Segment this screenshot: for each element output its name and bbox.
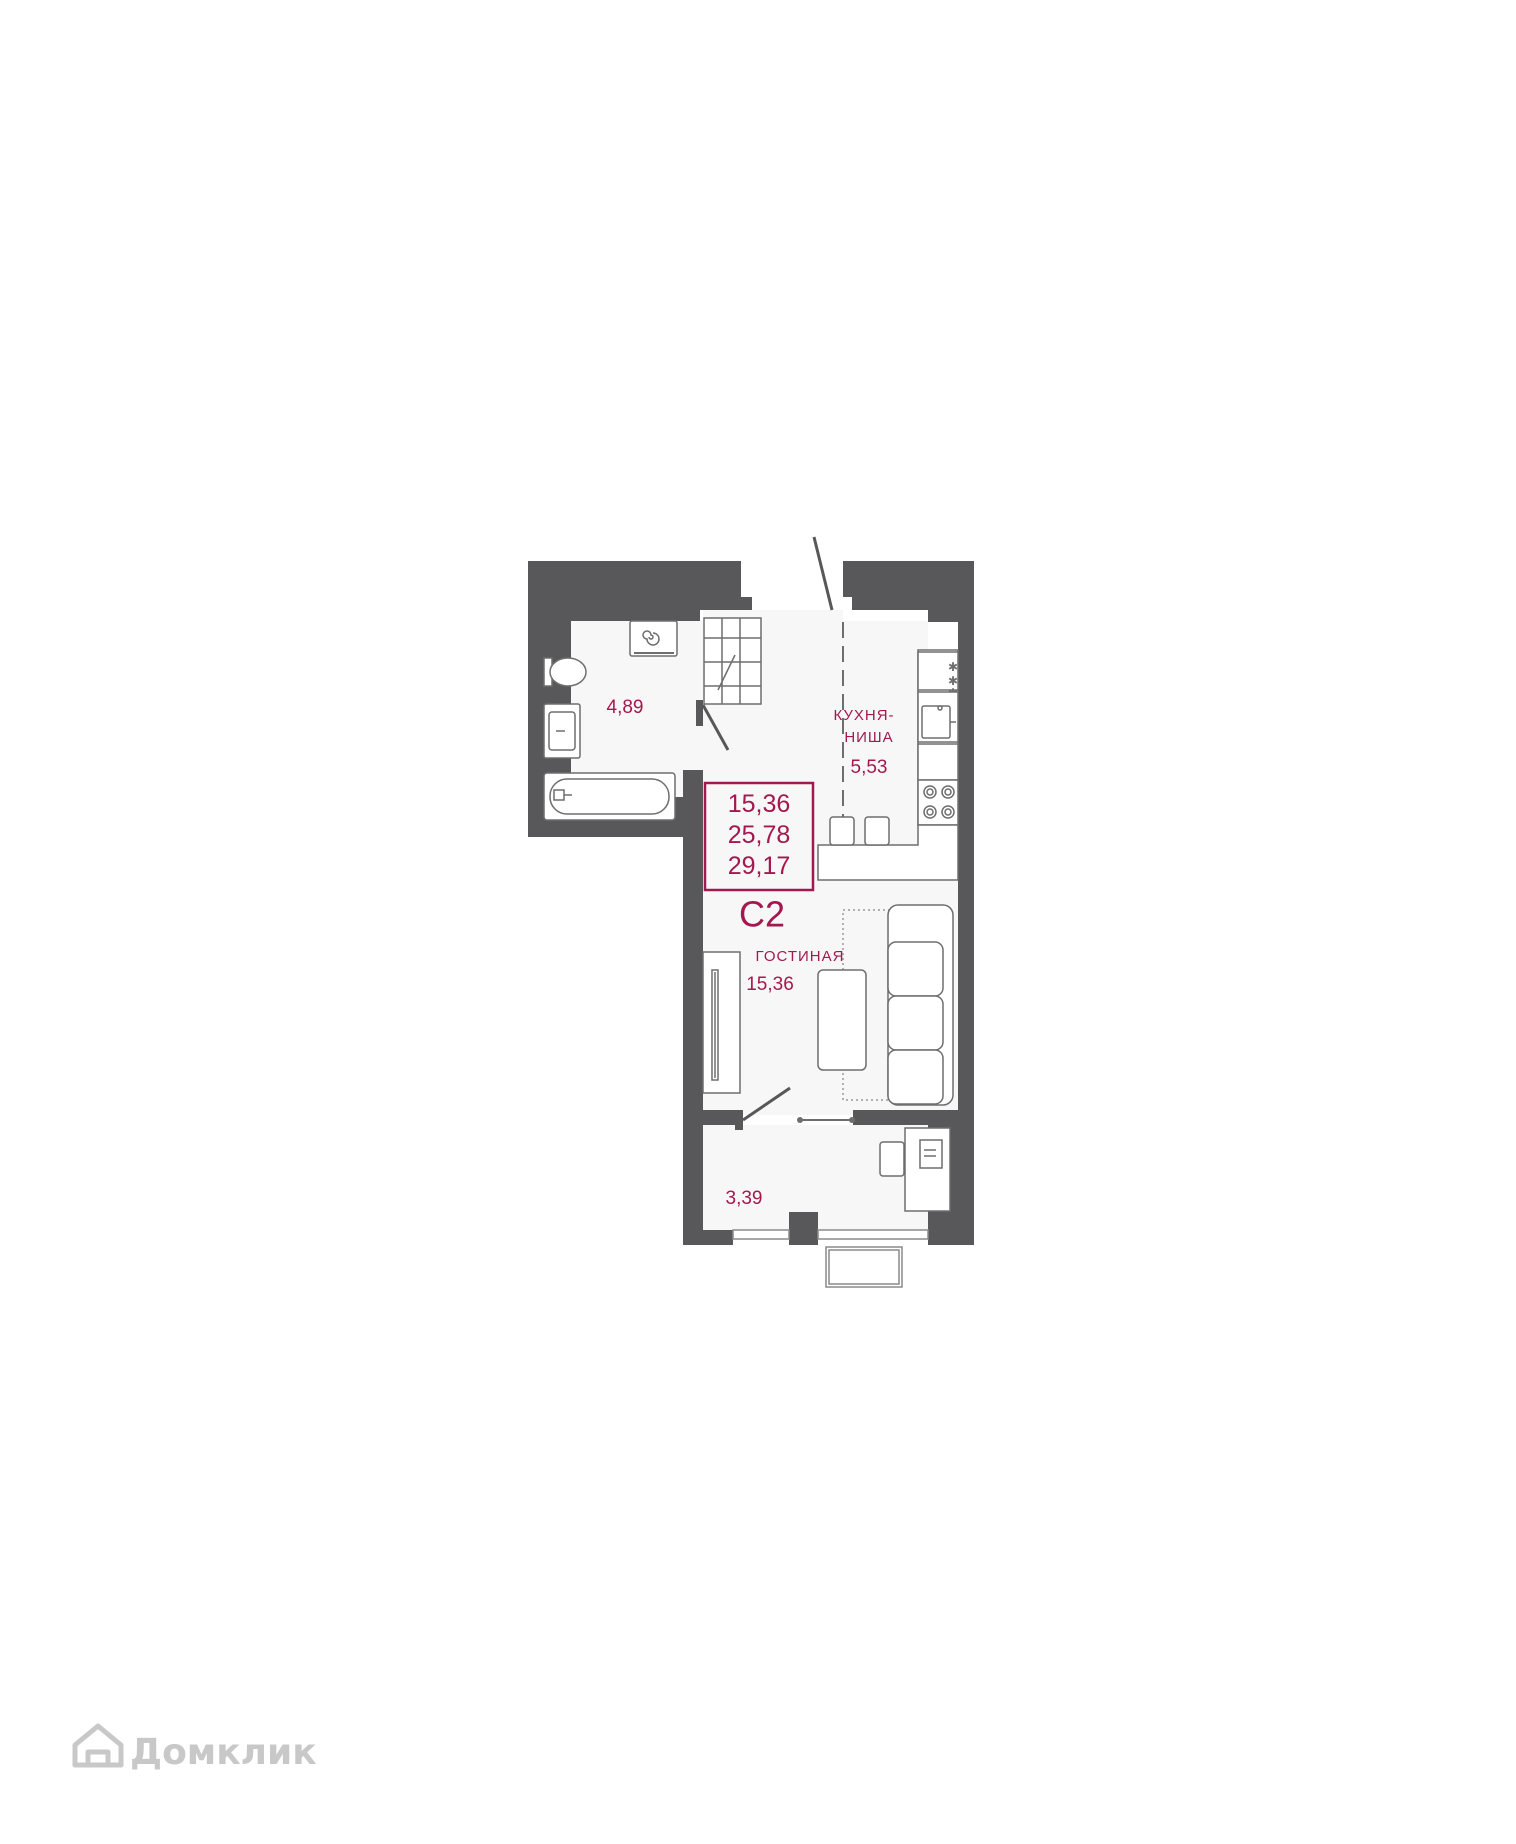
hob-vent (917, 651, 959, 691)
watermark: Домклик (72, 1723, 317, 1773)
tv-cabinet (702, 951, 741, 1094)
living-area-value: 15,36 (728, 790, 791, 818)
burner-3-inner (926, 808, 934, 816)
kitchen-fixtures: ✱ ✱ ✱ (817, 649, 959, 881)
living-room-area-label: 15,36 (746, 974, 794, 995)
living-room-name: ГОСТИНАЯ (756, 948, 845, 965)
wardrobe (703, 617, 762, 705)
bathroom-fixtures (543, 620, 678, 821)
bar-stool-1 (829, 816, 855, 846)
bathroom-area-label: 4,89 (607, 697, 644, 718)
coffee-table (817, 969, 867, 1071)
area-summary-box (703, 781, 815, 892)
bathtub-drain (553, 789, 565, 801)
balcony-furniture (879, 1127, 951, 1212)
wall-balcony-right (853, 1110, 958, 1125)
kitchen-sink-basin (921, 705, 951, 739)
outer-balcony-slab (825, 1246, 903, 1288)
balcony-door-pin (797, 1117, 803, 1123)
apartment-code: С2 (739, 893, 785, 934)
hob-vent-stars: ✱ (948, 674, 958, 688)
kitchen-area-label: 5,53 (851, 757, 888, 778)
kitchen-faucet-head (937, 705, 943, 711)
balcony-door-leaf (742, 1086, 791, 1122)
burner-4-inner (944, 808, 952, 816)
total-area-no-balcony-value: 25,78 (728, 821, 791, 849)
sofa-cushion-2 (887, 995, 944, 1051)
outer-balcony-slab-inner (828, 1249, 900, 1285)
kitchen-name-line1: КУХНЯ- (833, 707, 894, 724)
burner-2-inner (944, 788, 952, 796)
entrance-door-leaf (812, 536, 834, 611)
balcony-window-left (732, 1229, 790, 1240)
wardrobe-hanger (717, 654, 736, 691)
wall-balcony-bottom-right (928, 1230, 974, 1245)
burner-1-inner (926, 788, 934, 796)
bar-counter (817, 824, 959, 881)
house-logo-icon (72, 1723, 124, 1768)
sofa-cushion-1 (887, 941, 944, 997)
sofa-cushion-3 (887, 1049, 944, 1105)
toilet-bowl (549, 657, 587, 687)
doors (701, 536, 834, 1122)
kitchen-name-line2: НИША (844, 729, 893, 746)
balcony-door-pin-2 (849, 1117, 855, 1123)
living-furniture (702, 904, 954, 1106)
wall-balcony-bottom-left (683, 1230, 733, 1245)
wall-balcony-left-end (735, 1110, 743, 1130)
balcony-area-label: 3,39 (726, 1188, 763, 1209)
wall-right (843, 561, 974, 1245)
watermark-text: Домклик (130, 1732, 317, 1773)
hob-vent-stars-2: ✱ (948, 660, 958, 674)
balcony-window-right (817, 1229, 929, 1240)
washing-machine-drum-icon (642, 630, 660, 646)
bathroom-door-leaf (701, 704, 730, 751)
bar-stool-2 (864, 816, 890, 846)
windows (732, 1229, 929, 1288)
desk-chair (879, 1141, 905, 1177)
wall-bathroom-right (683, 770, 703, 837)
wall-bathroom-right-top (696, 700, 703, 726)
wall-balcony-bottom-mid (789, 1212, 818, 1245)
washing-machine (629, 620, 678, 657)
total-area-value: 29,17 (728, 852, 791, 880)
desk-laptop (919, 1139, 943, 1169)
bathtub-inner (549, 778, 670, 815)
washing-machine-base (634, 652, 674, 654)
counter-segment (917, 743, 959, 781)
wall-left-living (683, 837, 703, 1245)
wall-balcony-left (683, 1110, 743, 1125)
